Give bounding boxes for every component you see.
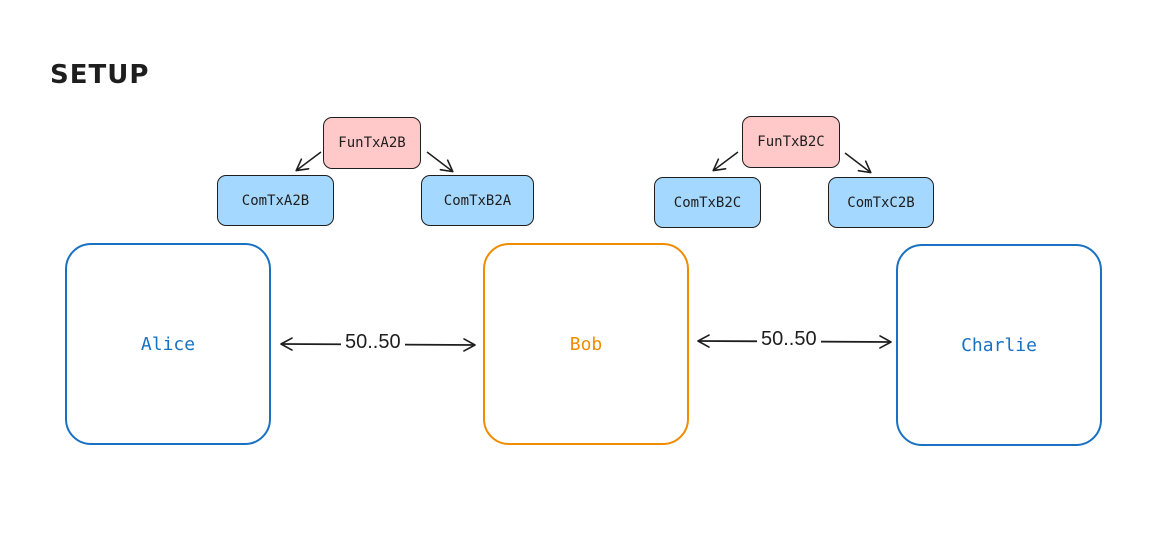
funding-tx-b2c: FunTxB2C	[742, 116, 840, 168]
commitment-tx-c2b: ComTxC2B	[828, 177, 934, 228]
funding-tx-a2b: FunTxA2B	[323, 117, 421, 169]
fund-to-com-arrow	[844, 152, 872, 174]
commitment-tx-b2a: ComTxB2A	[421, 175, 534, 226]
channel-capacity-bob-charlie: 50..50	[757, 328, 821, 351]
channel-capacity-alice-bob: 50..50	[341, 331, 405, 354]
diagram-title: SETUP	[50, 60, 150, 90]
node-bob: Bob	[483, 243, 689, 445]
commitment-tx-a2b: ComTxA2B	[217, 175, 334, 226]
fund-to-com-arrow	[426, 151, 454, 173]
commitment-tx-b2c: ComTxB2C	[654, 177, 761, 228]
fund-to-com-arrow	[295, 151, 322, 172]
fund-to-com-arrow	[712, 151, 739, 172]
node-charlie: Charlie	[896, 244, 1102, 446]
node-alice: Alice	[65, 243, 271, 445]
